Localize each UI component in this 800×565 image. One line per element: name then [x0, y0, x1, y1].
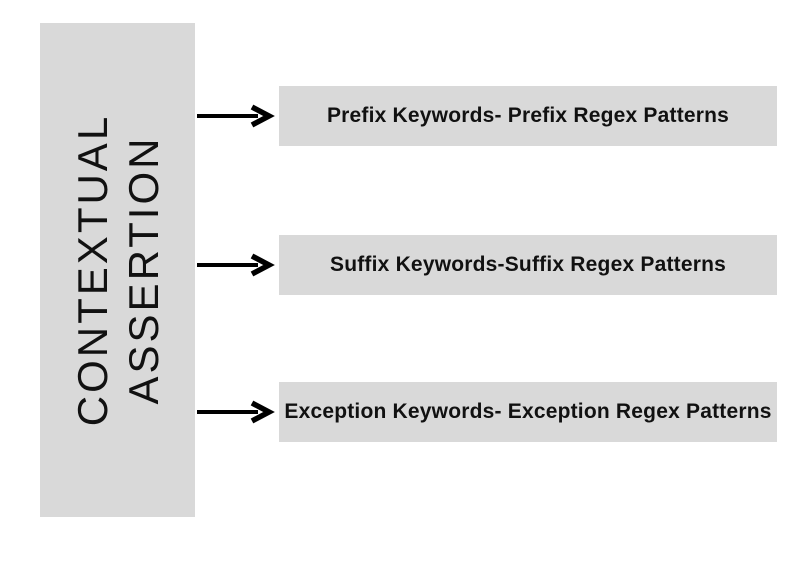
source-label-line1: CONTEXTUAL [68, 113, 116, 427]
target-node-suffix: Suffix Keywords-Suffix Regex Patterns [279, 235, 777, 295]
arrow-right-icon [196, 103, 276, 129]
arrow-right-icon [196, 252, 276, 278]
target-node-label: Exception Keywords- Exception Regex Patt… [284, 400, 772, 423]
target-node-prefix: Prefix Keywords- Prefix Regex Patterns [279, 86, 777, 146]
source-node-contextual-assertion: CONTEXTUAL ASSERTION [40, 23, 195, 517]
source-node-label: CONTEXTUAL ASSERTION [66, 114, 168, 426]
target-node-exception: Exception Keywords- Exception Regex Patt… [279, 382, 777, 442]
target-node-label: Suffix Keywords-Suffix Regex Patterns [330, 253, 726, 276]
arrow-right-icon [196, 399, 276, 425]
target-node-label: Prefix Keywords- Prefix Regex Patterns [326, 104, 730, 127]
source-label-line2: ASSERTION [119, 135, 167, 405]
